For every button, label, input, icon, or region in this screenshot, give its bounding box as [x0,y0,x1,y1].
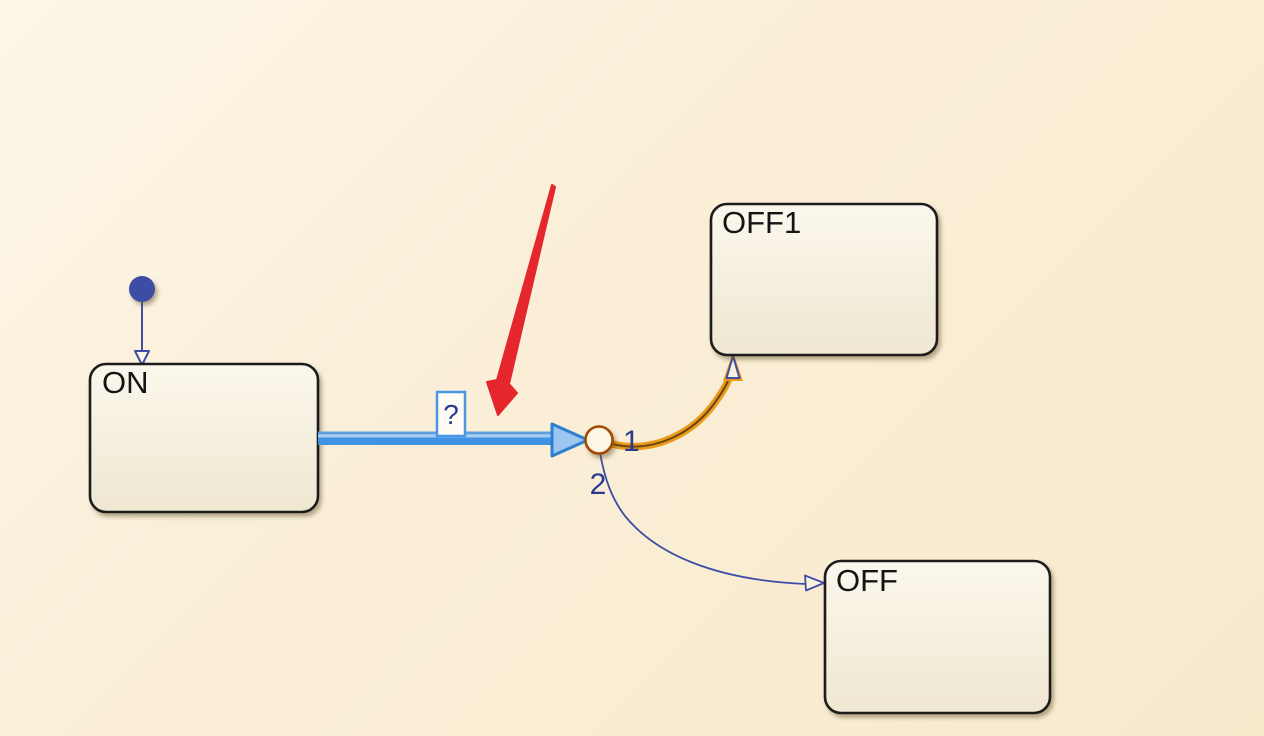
state-on[interactable]: ON [88,362,320,514]
state-off-label: OFF [836,563,898,598]
condition-badge-box[interactable] [435,390,467,438]
state-off1-label: OFF1 [722,205,801,240]
transition-junction-to-off[interactable] [599,452,825,592]
red-annotation-arrow-icon [486,184,556,416]
transition-condition-badge[interactable]: ? [435,390,467,438]
transition-2-line[interactable] [599,452,807,585]
state-off1-body[interactable] [709,202,939,357]
junction-circle[interactable] [584,425,614,455]
transition-selected-line[interactable] [318,437,555,446]
transition-2-arrowhead-icon [804,574,825,592]
state-off1[interactable]: OFF1 [709,202,939,357]
state-off[interactable]: OFF [823,559,1052,715]
transition-1-arrowhead-icon [725,355,741,379]
transition-2-order-label: 2 [590,468,607,501]
default-transition[interactable] [129,276,155,366]
default-transition-arrowhead-icon [134,350,150,366]
transition-junction-to-off1[interactable] [611,352,743,451]
transition-1-order-label: 1 [623,425,640,458]
state-on-label: ON [102,365,149,400]
transition-1-line[interactable] [611,374,731,448]
junction[interactable] [584,425,614,455]
condition-badge-label: ? [443,399,459,430]
transition-selected-arrowhead-icon [550,422,590,458]
state-off-body[interactable] [823,559,1052,715]
default-transition-dot[interactable] [129,276,155,302]
